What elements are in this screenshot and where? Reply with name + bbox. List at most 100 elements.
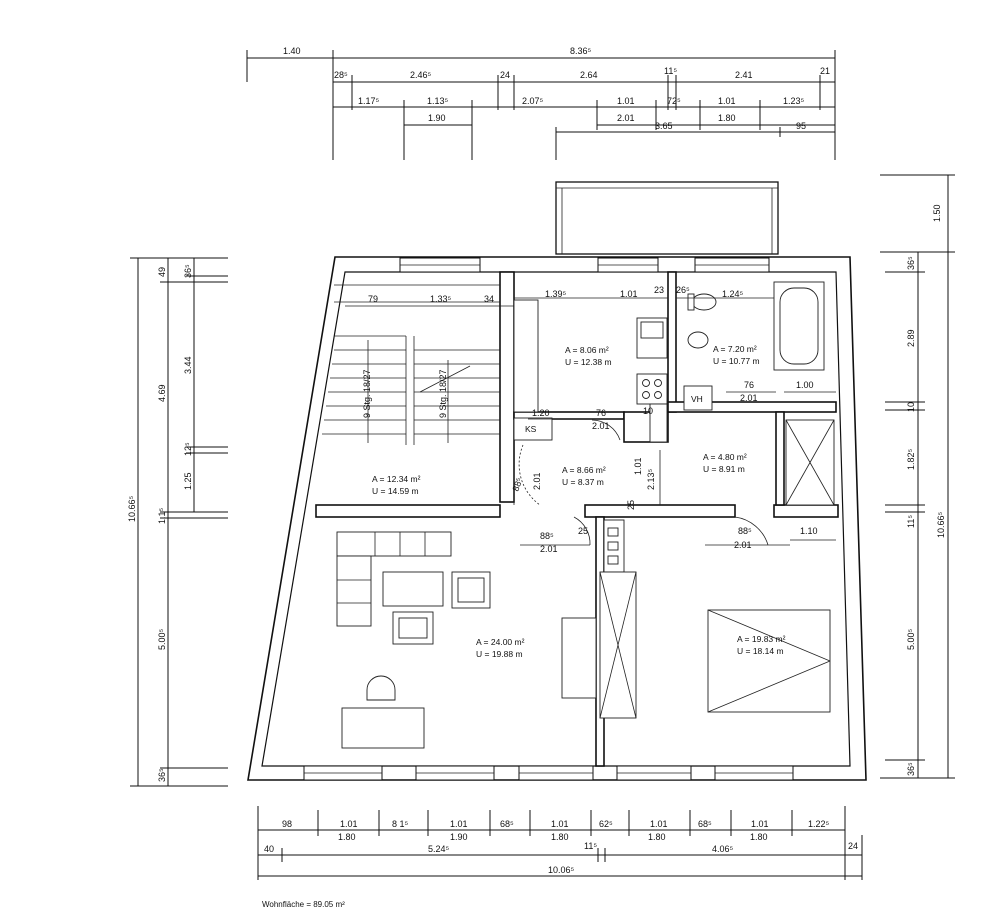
top-dim-21: 95 <box>796 121 806 131</box>
top-dim-2: 8.36⁵ <box>570 46 592 56</box>
int-dim-3: 34 <box>484 294 494 304</box>
top-dim-10: 1.17⁵ <box>358 96 380 106</box>
top-dim-3: 28⁵ <box>334 70 348 80</box>
interior-dimensions: 79 1.33⁵ 34 1.39⁵ 1.01 23 26⁵ 1.24⁵ 76 1… <box>345 285 836 554</box>
bottom-dim-1: 98 <box>282 819 292 829</box>
bedroom-furniture <box>599 571 831 719</box>
bottom-dim-18: 5.24⁵ <box>428 844 450 854</box>
int-dim-9: 76 <box>744 380 754 390</box>
left-dim-2: 49 <box>157 267 167 277</box>
bottom-dim-17: 40 <box>264 844 274 854</box>
stair-label-right: 9 Stg. 18/27 <box>438 369 448 418</box>
room-kitchen-perimeter: U = 12.38 m <box>565 357 612 367</box>
top-dim-12: 2.07⁵ <box>522 96 544 106</box>
int-dim-15: 1.01 <box>633 457 643 475</box>
int-dim-23: 25 <box>578 526 588 536</box>
room-labels: A = 12.34 m² U = 14.59 m A = 8.06 m² U =… <box>372 344 786 659</box>
room-corridor-perimeter: U = 8.91 m <box>703 464 745 474</box>
hall-fixtures <box>603 419 835 573</box>
left-dim-9: 12⁵ <box>183 442 193 456</box>
room-stair-area: A = 12.34 m² <box>372 474 421 484</box>
int-dim-13: 76 <box>596 408 606 418</box>
top-dim-7: 11⁵ <box>664 66 677 76</box>
balcony <box>555 181 779 255</box>
left-dim-6: 36⁵ <box>157 768 167 782</box>
int-dim-22: 2.01 <box>734 540 752 550</box>
staircase: 9 Stg. 18/27 9 Stg. 18/27 <box>322 284 500 445</box>
top-dim-8: 2.41 <box>735 70 753 80</box>
room-hall-perimeter: U = 8.37 m <box>562 477 604 487</box>
bottom-dim-9: 68⁵ <box>698 819 712 829</box>
right-dim-2: 10.66⁵ <box>936 511 946 538</box>
bottom-dim-15: 1.80 <box>648 832 666 842</box>
top-dim-20: 3.65 <box>655 121 673 131</box>
room-bedroom-area: A = 19.83 m² <box>737 634 786 644</box>
left-dim-1: 10.66⁵ <box>127 495 137 522</box>
bottom-dimension-chains: 98 1.01 8 1⁵ 1.01 68⁵ 1.01 62⁵ 1.01 68⁵ … <box>257 806 863 880</box>
windows <box>303 257 794 781</box>
fixture-ks: KS <box>525 424 537 434</box>
int-dim-16: 2.13⁵ <box>646 468 656 490</box>
room-stair-perimeter: U = 14.59 m <box>372 486 419 496</box>
int-dim-21: 88⁵ <box>738 526 752 536</box>
int-dim-10: 1.00 <box>796 380 814 390</box>
bottom-dim-5: 68⁵ <box>500 819 514 829</box>
int-dim-5: 1.01 <box>620 289 638 299</box>
bottom-dim-19: 11⁵ <box>584 841 597 851</box>
left-dim-5: 5.00⁵ <box>157 628 167 650</box>
top-dim-15: 1.01 <box>718 96 736 106</box>
int-dim-14: 2.01 <box>592 421 610 431</box>
bottom-dim-20: 4.06⁵ <box>712 844 734 854</box>
bottom-dim-6: 1.01 <box>551 819 569 829</box>
bottom-dim-16: 1.80 <box>750 832 768 842</box>
top-dim-6: 2.64 <box>580 70 598 80</box>
right-dimension-chains: 1.50 10.66⁵ 36⁵ 2.89 10 1.82⁵ 11⁵ 5.00⁵ … <box>880 174 955 779</box>
room-living-area: A = 24.00 m² <box>476 637 525 647</box>
int-dim-11: 2.01 <box>740 393 758 403</box>
right-dim-1: 1.50 <box>932 204 942 222</box>
left-dim-10: 1.25 <box>183 472 193 490</box>
int-dim-7: 26⁵ <box>676 285 690 295</box>
room-corridor-area: A = 4.80 m² <box>703 452 747 462</box>
int-dim-6: 23 <box>654 285 664 295</box>
left-dim-7: 36⁵ <box>183 264 193 278</box>
top-dim-5: 24 <box>500 70 510 80</box>
left-dimension-chains: 10.66⁵ 49 4.69 1.1⁵ 5.00⁵ 36⁵ 36⁵ 3.44 1… <box>127 257 228 787</box>
int-dim-12: 1.20 <box>532 408 550 418</box>
bottom-dim-21: 24 <box>848 841 858 851</box>
bottom-dim-13: 1.90 <box>450 832 468 842</box>
kitchen-fixtures: KS <box>513 299 668 443</box>
bottom-dim-22: 10.06⁵ <box>548 865 575 875</box>
bottom-dim-4: 1.01 <box>450 819 468 829</box>
bathroom-fixtures: VH <box>683 281 825 411</box>
int-dim-2: 1.33⁵ <box>430 294 452 304</box>
top-dim-17: 1.90 <box>428 113 446 123</box>
bottom-dim-10: 1.01 <box>751 819 769 829</box>
top-dim-19: 1.80 <box>718 113 736 123</box>
top-dim-18: 2.01 <box>617 113 635 123</box>
right-dim-5: 10 <box>906 402 916 412</box>
top-dim-1: 1.40 <box>283 46 301 56</box>
right-dim-3: 36⁵ <box>906 256 916 270</box>
int-dim-4: 1.39⁵ <box>545 289 567 299</box>
bottom-dim-14: 1.80 <box>551 832 569 842</box>
int-dim-24: 88⁵ <box>510 476 524 493</box>
left-dim-4: 1.1⁵ <box>157 507 167 524</box>
right-dim-7: 11⁵ <box>906 515 916 528</box>
int-dim-1: 79 <box>368 294 378 304</box>
doors <box>518 419 769 546</box>
bottom-dim-11: 1.22⁵ <box>808 819 830 829</box>
top-dim-9: 21 <box>820 66 830 76</box>
right-dim-8: 5.00⁵ <box>906 628 916 650</box>
int-dim-8: 1.24⁵ <box>722 289 744 299</box>
bottom-dim-3: 8 1⁵ <box>392 819 409 829</box>
room-bath-perimeter: U = 10.77 m <box>713 356 760 366</box>
bottom-dim-8: 1.01 <box>650 819 668 829</box>
room-kitchen-area: A = 8.06 m² <box>565 345 609 355</box>
int-dim-18: 88⁵ <box>540 531 554 541</box>
int-dim-26: 10 <box>643 406 653 416</box>
right-dim-6: 1.82⁵ <box>906 448 916 470</box>
right-dim-9: 36⁵ <box>906 762 916 776</box>
bottom-dim-12: 1.80 <box>338 832 356 842</box>
stair-label-left: 9 Stg. 18/27 <box>362 369 372 418</box>
